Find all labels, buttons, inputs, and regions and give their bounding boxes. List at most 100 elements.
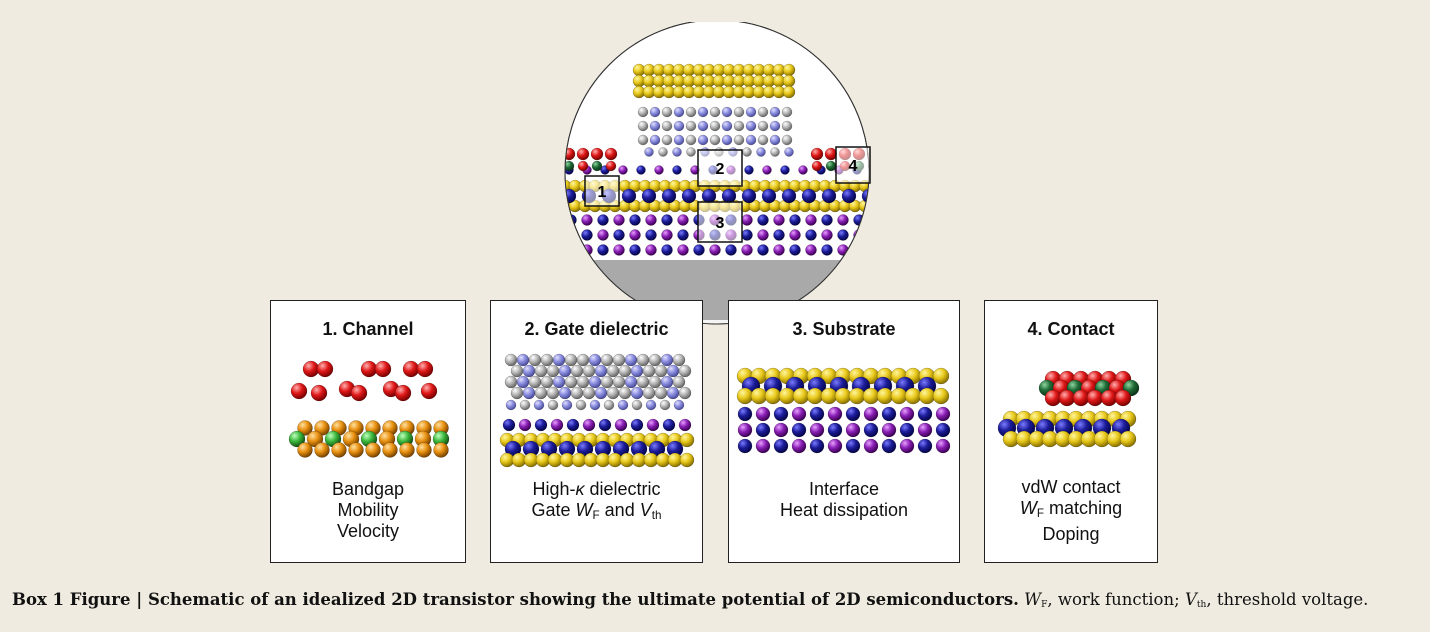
- substrate-atom: [837, 229, 849, 241]
- substrate-atom: [741, 214, 753, 226]
- dielectric-atom: [516, 353, 530, 367]
- substrate-atom: [737, 422, 753, 438]
- dielectric-atom: [561, 399, 573, 411]
- callout-box-1: 1: [584, 175, 620, 207]
- dielectric-atom: [528, 353, 542, 367]
- substrate-atom: [757, 244, 769, 256]
- substrate-atom: [881, 422, 897, 438]
- dielectric-atom: [644, 147, 654, 157]
- dielectric-atom: [697, 120, 709, 132]
- dielectric-atom: [661, 106, 673, 118]
- dielectric-atom: [784, 147, 794, 157]
- callout-box-4: 4: [835, 146, 871, 184]
- interface-atom: [598, 418, 612, 432]
- interface-atom: [678, 418, 692, 432]
- dielectric-atom: [721, 120, 733, 132]
- substrate-atom: [677, 214, 689, 226]
- substrate-atom: [661, 229, 673, 241]
- substrate-atom: [597, 214, 609, 226]
- callout-label: 1: [598, 184, 607, 201]
- substrate-atom: [935, 438, 951, 454]
- dielectric-atom: [552, 353, 566, 367]
- orange-atom: [416, 442, 432, 458]
- chalcogen-atom: [806, 387, 824, 405]
- oxygen-atom: [360, 360, 378, 378]
- panel-title: 2. Gate dielectric: [524, 319, 669, 339]
- dielectric-atom: [686, 147, 696, 157]
- dielectric-atom: [600, 353, 614, 367]
- contact-atom: [824, 147, 838, 161]
- substrate-atom: [755, 438, 771, 454]
- interface-atom: [518, 418, 532, 432]
- dielectric-atom: [618, 386, 632, 400]
- oxygen-atom: [290, 382, 308, 400]
- contact-atom: [1044, 389, 1062, 407]
- contact-atom: [590, 147, 604, 161]
- keyword-line: WF matching: [1019, 498, 1123, 520]
- dielectric-atom: [757, 134, 769, 146]
- gate-metal-atom: [782, 74, 796, 88]
- dielectric-atom: [649, 120, 661, 132]
- dielectric-atom: [685, 106, 697, 118]
- substrate-atom: [757, 214, 769, 226]
- contact-atom: [565, 160, 575, 172]
- panel-title: 4. Contact: [1027, 319, 1115, 339]
- substrate-atom: [789, 214, 801, 226]
- dielectric-atom: [673, 399, 685, 411]
- substrate-atom: [645, 244, 657, 256]
- substrate-atom: [899, 438, 915, 454]
- substrate-atom: [821, 244, 833, 256]
- dielectric-atom: [770, 147, 780, 157]
- dielectric-atom: [654, 386, 668, 400]
- interface-atom: [618, 165, 628, 175]
- interface-atom: [646, 418, 660, 432]
- chalcogen-atom: [820, 387, 838, 405]
- oxygen-atom: [374, 360, 392, 378]
- dielectric-atom: [576, 353, 590, 367]
- substrate-atom: [693, 244, 705, 256]
- dielectric-atom: [649, 134, 661, 146]
- dielectric-atom: [588, 375, 602, 389]
- dielectric-atom: [570, 386, 584, 400]
- dielectric-atom: [733, 120, 745, 132]
- keyword-line: Heat dissipation: [779, 500, 909, 520]
- substrate-atom: [837, 244, 849, 256]
- dielectric-atom: [582, 364, 596, 378]
- caption-title: Box 1 Figure | Schematic of an idealized…: [12, 590, 1019, 609]
- contact-atom: [1086, 389, 1104, 407]
- dielectric-atom: [666, 386, 680, 400]
- substrate-atom: [645, 214, 657, 226]
- dielectric-atom: [672, 375, 686, 389]
- dielectric-atom: [721, 134, 733, 146]
- metal-atom: [821, 188, 837, 204]
- dielectric-atom: [781, 120, 793, 132]
- substrate-atom: [845, 438, 861, 454]
- substrate-atom: [773, 214, 785, 226]
- dielectric-atom: [564, 353, 578, 367]
- interface-atom: [798, 165, 808, 175]
- dielectric-atom: [672, 147, 682, 157]
- metal-atom: [621, 188, 637, 204]
- dielectric-atom: [546, 364, 560, 378]
- chalcogen-atom: [890, 387, 908, 405]
- contact-atom: [1072, 389, 1090, 407]
- dielectric-atom: [600, 375, 614, 389]
- dielectric-atom: [666, 364, 680, 378]
- metal-atom: [641, 188, 657, 204]
- chalcogen-atom: [932, 367, 950, 385]
- dielectric-atom: [504, 353, 518, 367]
- orange-atom: [297, 420, 313, 436]
- dielectric-atom: [546, 386, 560, 400]
- interface-atom: [582, 418, 596, 432]
- dielectric-atom: [661, 134, 673, 146]
- contact-atom: [604, 147, 618, 161]
- substrate-atom: [827, 406, 843, 422]
- chalcogen-atom: [764, 387, 782, 405]
- contact-atom: [825, 160, 837, 172]
- substrate-atom: [757, 229, 769, 241]
- metal-atom: [661, 188, 677, 204]
- substrate-atom: [581, 229, 593, 241]
- contact-atom: [605, 160, 617, 172]
- dielectric-atom: [510, 364, 524, 378]
- metal-atom: [681, 188, 697, 204]
